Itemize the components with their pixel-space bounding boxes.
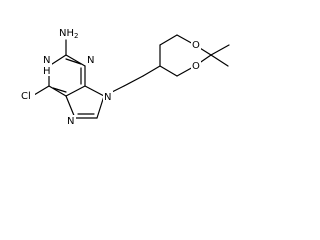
atom-label-n1: N [43, 55, 50, 66]
bond-c6-c5-double [52, 87, 67, 93]
molecule-structure: NH2 N H N N N Cl O O [20, 27, 230, 127]
bond-c6ring-c5ring [159, 34, 178, 46]
atom-label-o1: O [192, 40, 200, 51]
bond-c5ring-c4ring [159, 65, 178, 77]
bond-c6-c5 [48, 85, 67, 97]
bond-ch2a-ch2b [123, 75, 144, 87]
atom-label-h: H [43, 66, 51, 77]
atom-label-cl: Cl [21, 91, 31, 102]
atom-label-o3: O [192, 61, 200, 72]
bond-ch2b-c5ring [142, 65, 161, 77]
bond-n3-c2 [65, 54, 86, 67]
bond-n7-c5 [65, 95, 76, 119]
atom-labels: NH2 N H N N N Cl O O [20, 27, 201, 127]
atom-label-n7: N [67, 116, 74, 127]
atom-label-n3: N [87, 55, 94, 66]
bond-n9-c8 [96, 95, 105, 119]
bond-c2ring-me1 [210, 44, 230, 56]
bond-c2ring-me2 [210, 54, 229, 67]
bond-c6-cl [33, 85, 50, 96]
atom-label-n9: N [104, 92, 111, 103]
bond-c5-c4 [65, 85, 86, 97]
bond-n3-c2-double [65, 58, 82, 65]
bond-c4-n9 [84, 85, 105, 97]
atom-label-nh2: NH2 [59, 28, 78, 40]
